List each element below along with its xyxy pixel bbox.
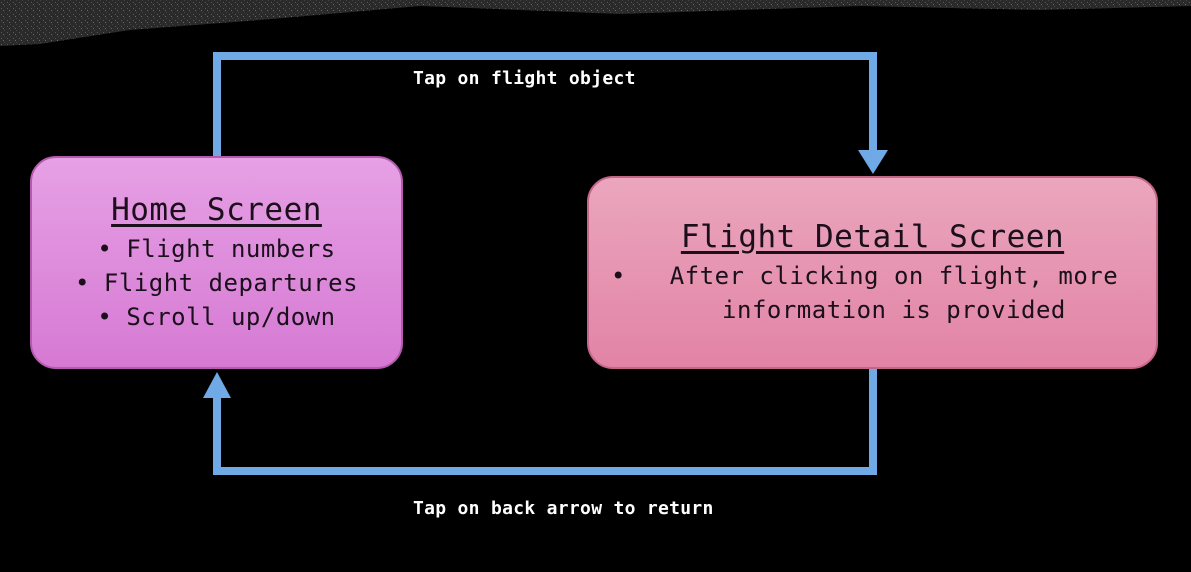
arrowhead-to-detail — [858, 150, 888, 174]
list-item: • Flight departures — [75, 266, 358, 300]
flight-detail-screen-title: Flight Detail Screen — [680, 218, 1065, 255]
flight-detail-screen-box: Flight Detail Screen • After clicking on … — [587, 176, 1158, 369]
connector-label-top: Tap on flight object — [413, 68, 636, 89]
list-item-text: After clicking on flight, more informati… — [669, 261, 1119, 324]
connector-detail-to-home — [213, 369, 877, 475]
bullet-icon: • — [97, 234, 113, 263]
home-screen-items: • Flight numbers • Flight departures • Scro… — [75, 232, 358, 334]
connector-home-to-detail — [213, 52, 877, 156]
connector-label-bottom: Tap on back arrow to return — [413, 498, 714, 519]
bullet-icon: • — [74, 268, 90, 297]
home-screen-box: Home Screen • Flight numbers • Flight depa… — [30, 156, 403, 369]
list-item: • Flight numbers — [75, 232, 358, 266]
bullet-icon: • — [97, 302, 113, 331]
list-item: • Scroll up/down — [75, 300, 358, 334]
list-item-text: Flight numbers — [126, 234, 336, 263]
bullet-icon: • — [611, 261, 626, 290]
home-screen-title: Home Screen — [111, 191, 322, 228]
list-item: • After clicking on flight, more informat… — [611, 259, 1134, 327]
flight-detail-items: • After clicking on flight, more informat… — [611, 259, 1134, 327]
background-texture — [0, 0, 1191, 46]
arrowhead-to-home — [203, 372, 231, 398]
list-item-text: Flight departures — [103, 268, 359, 297]
list-item-text: Scroll up/down — [126, 302, 336, 331]
